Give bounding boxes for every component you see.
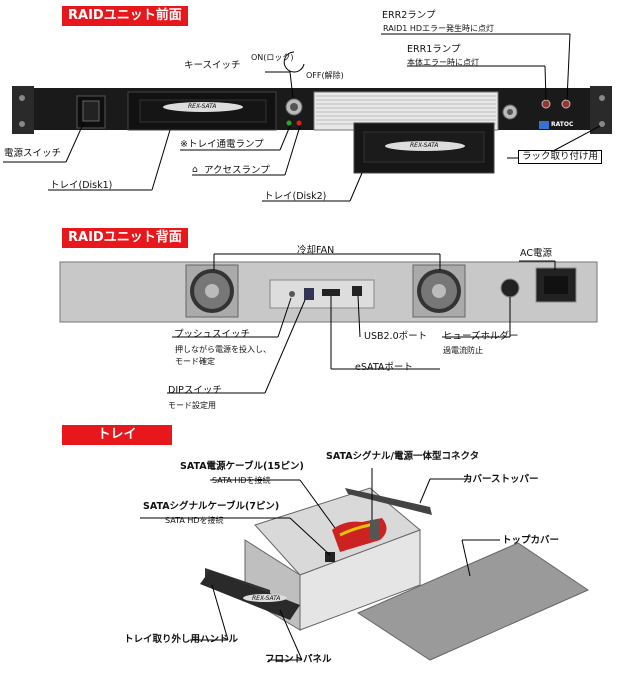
- on-lock-label: ON(ロック): [251, 53, 294, 62]
- handle-label: トレイ取り外し用ハンドル: [124, 634, 239, 645]
- access-lamp-label: アクセスランプ: [204, 165, 270, 176]
- usb-port-label: USB2.0ポート: [364, 331, 428, 342]
- front-unit: [12, 86, 612, 174]
- sata-power-cable-desc: SATA HDを接続: [212, 476, 271, 485]
- lamp-icon: ⌂: [192, 165, 198, 175]
- rack-mount-label: ラック取り付け用: [518, 150, 603, 164]
- ac-power-label: AC電源: [520, 248, 552, 259]
- tray-disk2-label: トレイ(Disk2): [264, 191, 327, 202]
- tray2-brand: REX-SATA: [410, 142, 439, 149]
- fuse-holder-label: ヒューズホルダー: [443, 331, 519, 342]
- push-switch-desc2: モード確定: [175, 357, 215, 366]
- tray-assembly: [200, 487, 590, 661]
- connector-label: SATAシグナル/電源一体型コネクタ: [326, 451, 480, 462]
- tray-disk1-label: トレイ(Disk1): [50, 180, 113, 191]
- dip-switch-label: DIPスイッチ: [168, 385, 222, 396]
- cooling-fan-label: 冷却FAN: [297, 245, 335, 256]
- cover-stopper-label: カバーストッパー: [463, 474, 539, 485]
- off-release-label: OFF(解除): [306, 71, 344, 80]
- tray1-brand: REX-SATA: [188, 103, 217, 110]
- front-section-title: RAIDユニット前面: [62, 6, 188, 26]
- top-cover-label: トップカバー: [502, 535, 560, 546]
- err1-lamp-title: ERR1ランプ: [407, 44, 461, 55]
- sata-signal-cable-desc: SATA HDを接続: [165, 516, 224, 525]
- esata-port-label: eSATAポート: [355, 362, 413, 373]
- ratoc-logo: RATOC: [551, 121, 574, 128]
- push-switch-label: プッシュスイッチ: [174, 329, 251, 340]
- rear-section-title: RAIDユニット背面: [62, 228, 188, 248]
- fuse-holder-desc: 過電流防止: [443, 346, 483, 355]
- sata-signal-cable-label: SATAシグナルケーブル(7ピン): [143, 501, 280, 512]
- front-panel-label: フロントパネル: [265, 654, 332, 665]
- sata-power-cable-label: SATA電源ケーブル(15ピン): [180, 461, 304, 472]
- key-switch-label: キースイッチ: [184, 60, 241, 71]
- tray-brand-label: REX-SATA: [252, 595, 281, 602]
- tray-power-lamp-label: ※トレイ通電ランプ: [180, 139, 264, 150]
- push-switch-desc1: 押しながら電源を投入し、: [175, 345, 271, 354]
- dip-switch-desc: モード設定用: [168, 401, 216, 410]
- err2-lamp-desc: RAID1 HDエラー発生時に点灯: [383, 24, 495, 33]
- tray-section-title: トレイ: [62, 425, 172, 445]
- power-switch-label: 電源スイッチ: [4, 148, 62, 159]
- rear-unit: [59, 261, 598, 323]
- err2-lamp-title: ERR2ランプ: [382, 10, 436, 21]
- err1-lamp-desc: 本体エラー時に点灯: [407, 58, 479, 67]
